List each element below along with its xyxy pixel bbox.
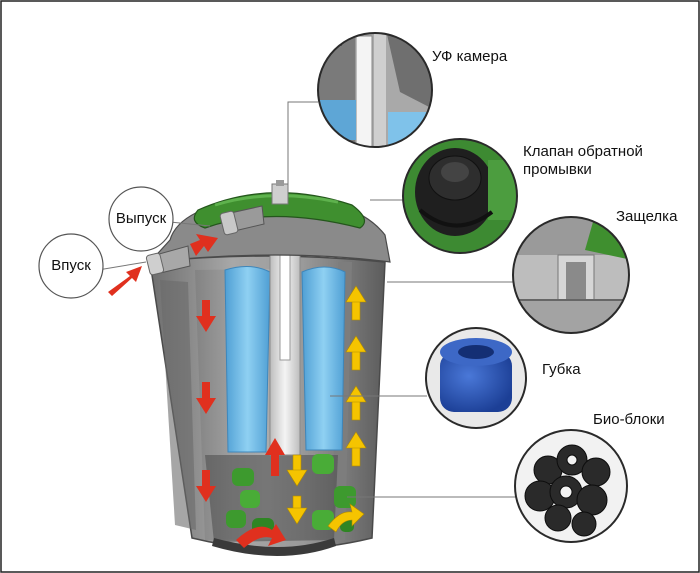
up-arrow-red [265,438,285,476]
inlet-bubble [38,233,104,299]
label-inlet: Впуск [51,257,91,274]
sponge-right [301,266,346,451]
down-arrow-1 [196,300,216,332]
down-arrow-3 [196,470,216,502]
bottom-arrow [236,524,286,548]
down-arrow-2 [196,382,216,414]
outlet-bubble [108,186,174,252]
label-backwash-valve-line2: промывки [523,161,592,178]
uv-chamber-zoom [317,32,433,148]
label-uv-chamber: УФ камера [432,48,508,65]
label-sponge: Губка [542,361,581,378]
backwash-valve-zoom [402,138,518,254]
bio-blocks-zoom [514,429,628,543]
leader-lines [97,101,516,498]
label-outlet: Выпуск [115,210,167,227]
outflow-arrows [286,285,367,533]
sponge-left [224,266,271,453]
label-backwash-valve-line1: Клапан обратной [523,143,643,160]
sponge-zoom [425,327,527,429]
label-backwash-valve: Клапан обратной промывки [523,143,643,179]
label-latch: Защелка [616,208,678,225]
inflow-arrows [108,234,286,548]
latch-zoom [512,216,630,334]
inlet-arrow [108,266,142,296]
label-bio-blocks: Био-блоки [593,411,665,428]
